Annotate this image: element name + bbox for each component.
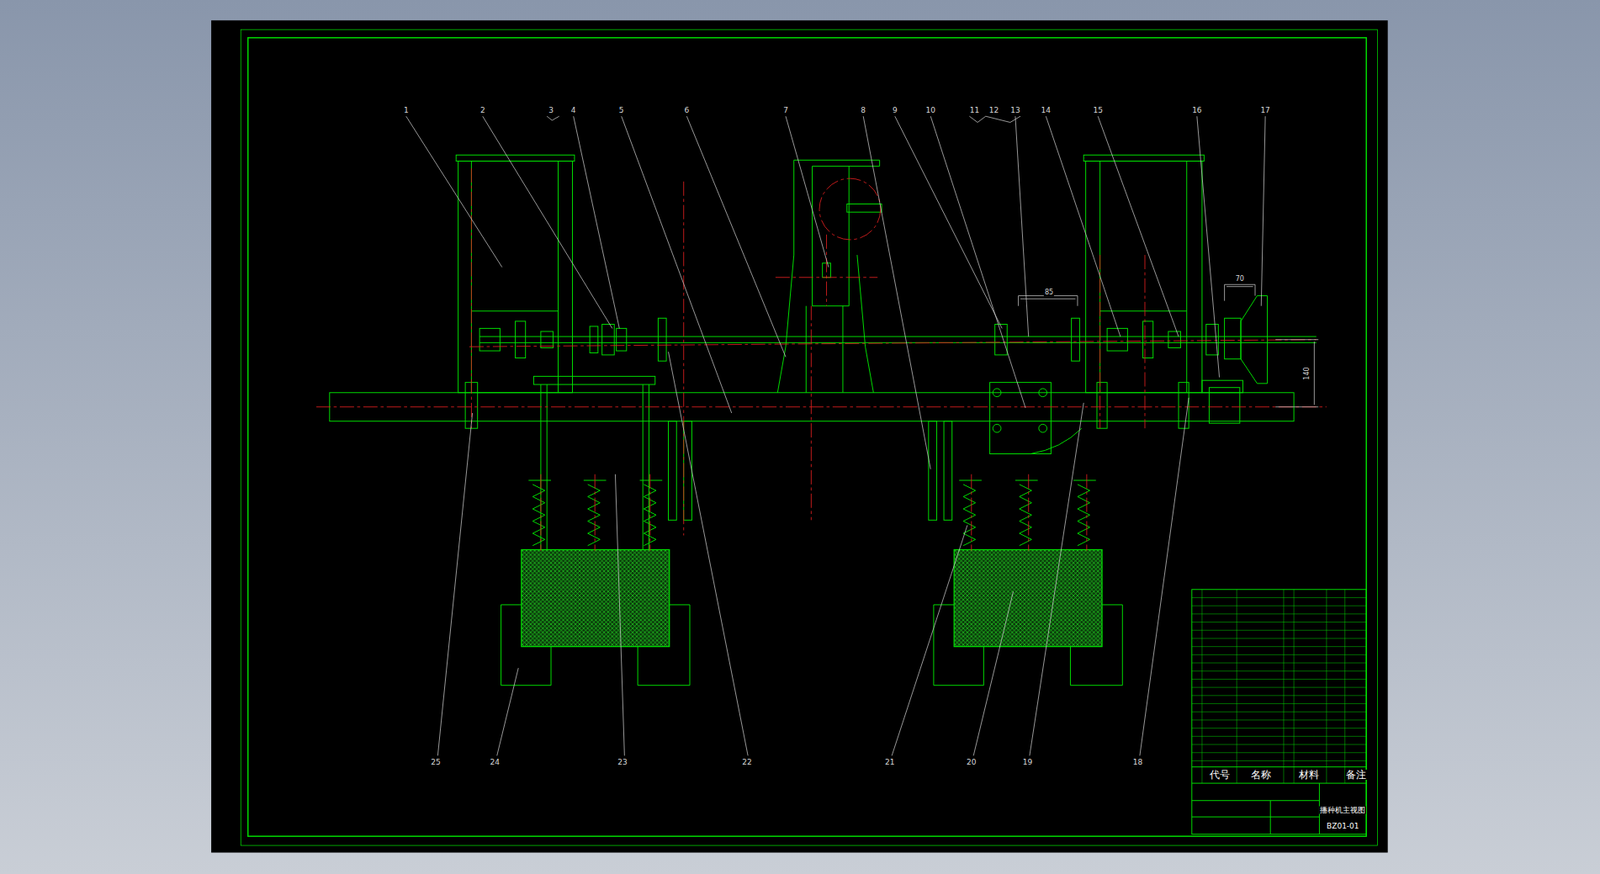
callout-number: 11: [969, 105, 981, 114]
callout-number: 20: [965, 757, 977, 766]
callout-number: 13: [1009, 105, 1021, 114]
callout-number: 6: [683, 105, 690, 114]
callout-number: 8: [859, 105, 867, 114]
callout-number: 22: [741, 757, 753, 766]
title-block-text: BZ01-01: [1325, 822, 1361, 831]
callout-number: 19: [1022, 757, 1034, 766]
dimension-text: 140: [1303, 365, 1311, 381]
callout-number: 12: [988, 105, 1000, 114]
callout-number: 15: [1091, 105, 1103, 114]
title-block-text: 材料: [1298, 769, 1320, 780]
callout-number: 16: [1191, 105, 1203, 114]
callout-number: 25: [429, 757, 441, 766]
callout-number: 21: [884, 757, 896, 766]
callout-number: 7: [782, 105, 790, 114]
dimension-text: 70: [1234, 275, 1246, 283]
title-block-text: 备注: [1345, 769, 1367, 780]
callout-number: 14: [1040, 105, 1052, 114]
title-block-text: 名称: [1250, 769, 1272, 780]
callout-number: 23: [616, 757, 628, 766]
callout-number: 2: [479, 105, 487, 114]
callout-number: 1: [402, 105, 410, 114]
title-block-text: 代号: [1208, 769, 1231, 780]
callout-number: 4: [570, 105, 578, 114]
callout-number: 18: [1132, 757, 1144, 766]
callout-number: 10: [925, 105, 937, 114]
callout-number: 24: [489, 757, 501, 766]
title-block-text: 播种机主视图: [1319, 805, 1367, 814]
callout-number: 3: [547, 105, 555, 114]
callout-number: 5: [618, 105, 626, 114]
callout-number: 9: [891, 105, 899, 114]
callout-number: 17: [1259, 105, 1271, 114]
dimension-text: 85: [1043, 289, 1055, 297]
